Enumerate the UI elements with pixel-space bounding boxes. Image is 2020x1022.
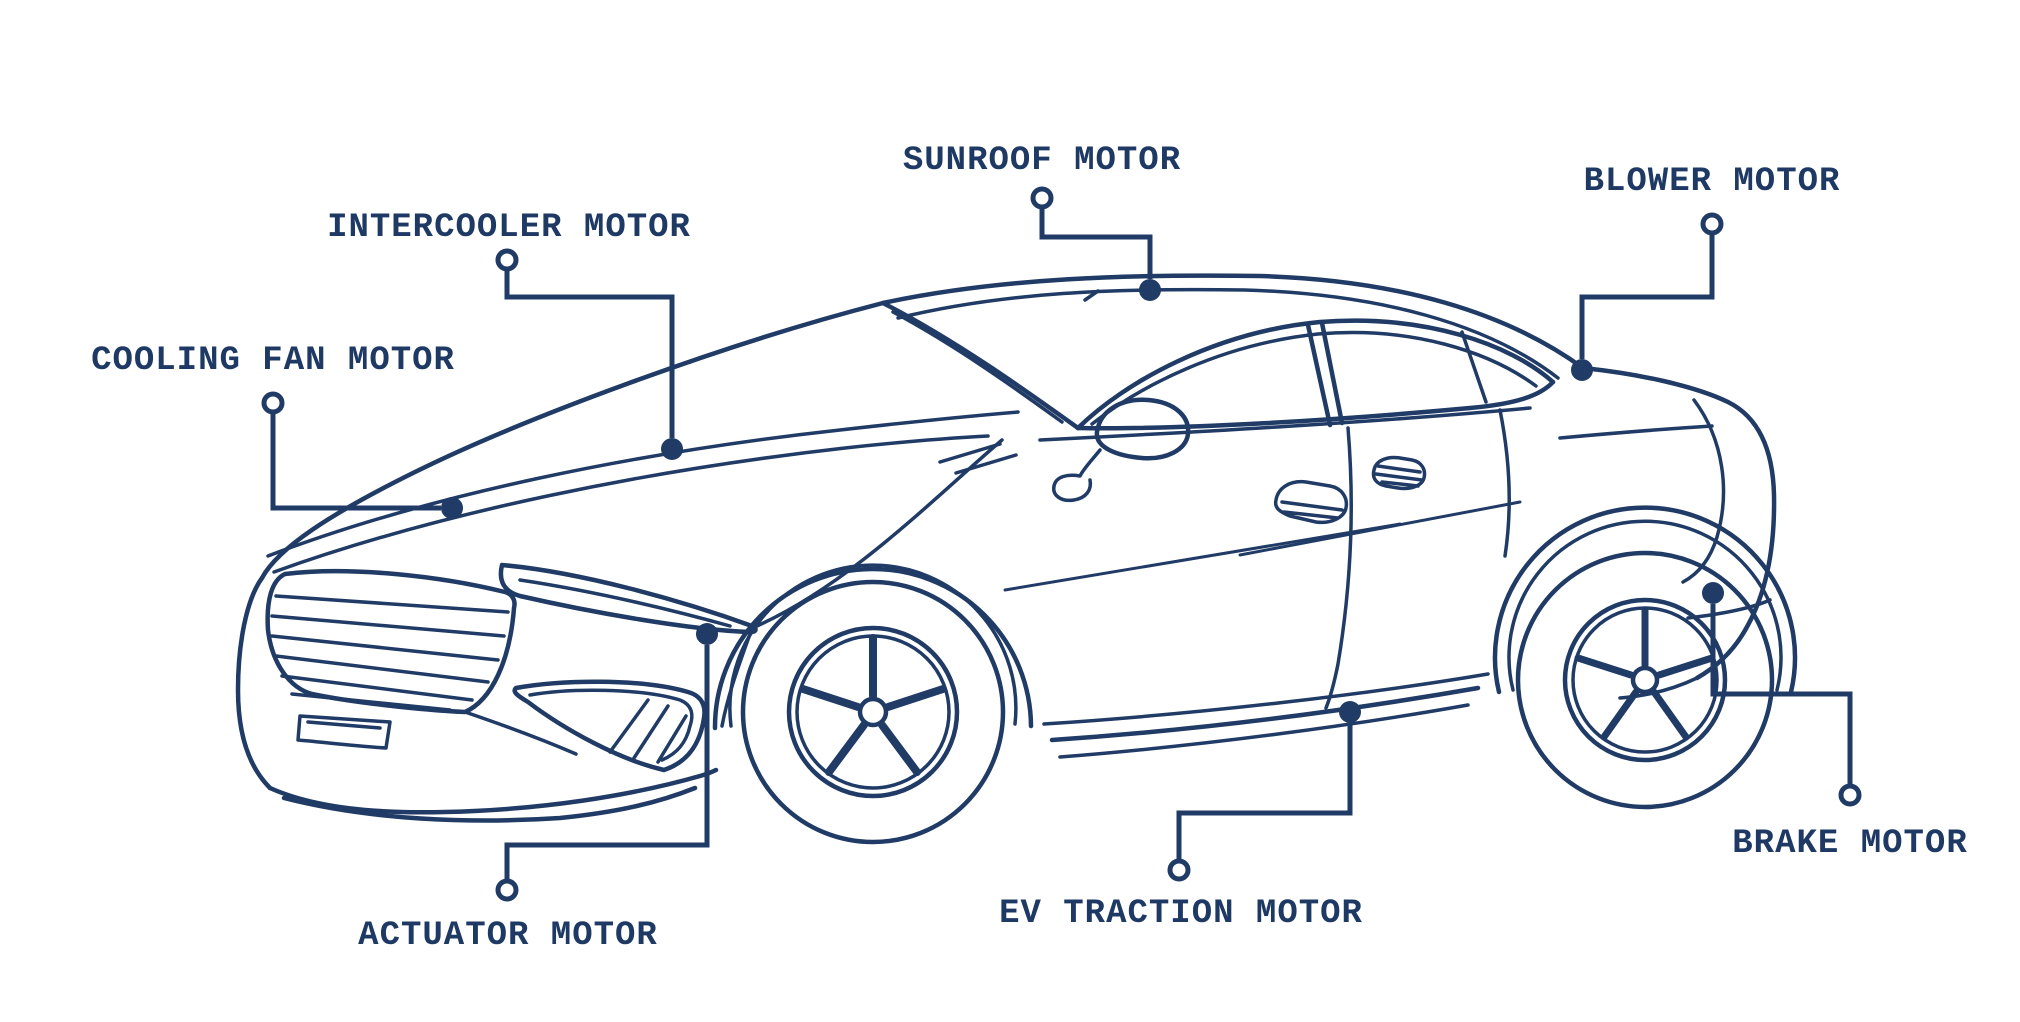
front-lower-lip [281,785,698,823]
intercooler-motor-callout [495,248,683,460]
front-door-handle [1273,479,1349,525]
label-brake-motor: BRAKE MOTOR [1732,825,1968,863]
b-pillar-1 [1305,322,1333,428]
front-arch-outer [712,566,1034,731]
front-door-seam [1324,426,1353,710]
label-sunroof-motor: SUNROOF MOTOR [902,142,1182,180]
label-intercooler-motor: INTERCOOLER MOTOR [327,209,691,247]
fog-lamp-hatches [608,698,688,764]
windshield-base [880,300,1081,431]
b-pillar-2 [1319,320,1345,426]
rear-bumper-bottom [1618,676,1699,700]
grille-outline [265,568,517,715]
sunroof-callout-dot [1139,279,1161,301]
hood-crease-1 [266,410,1020,558]
windshield-inner [891,310,1064,424]
roof-drip-rail [896,287,1560,380]
cooling-fan-motor-callout [261,391,463,519]
brake-callout-dot [1702,582,1724,604]
wiper-1 [938,442,1002,464]
side-glass-belt [1075,379,1556,431]
door-bottom-line [1042,672,1490,726]
grille-slats [270,594,510,712]
rocker-line-2 [1058,703,1470,759]
rear-arch-inner [1507,519,1783,692]
roof-line [880,273,1586,371]
actuator-callout-dot [696,623,718,645]
rear-arch-outer [1492,505,1798,695]
cooling-fan-callout-ring [261,391,285,415]
rear-door-handle [1371,455,1427,491]
label-ev-traction-motor: EV TRACTION MOTOR [999,895,1363,933]
front-arch-inner [728,563,1018,728]
ev-traction-callout-ring [1167,858,1191,882]
front-spokes [799,634,947,776]
trunk-rear-silhouette [1580,365,1777,681]
sunroof-motor-callout [1030,186,1161,301]
side-mirror-base [1052,448,1102,503]
rear-wheel [1492,505,1798,810]
rear-spokes [1574,606,1716,741]
headlight-accent [518,578,732,628]
hood-line [259,300,886,581]
side-glass-top [1075,318,1556,431]
cooling-fan-callout-dot [441,497,463,519]
fog-lamp-recess [512,679,707,773]
antenna-tick [1083,289,1100,302]
blower-motor-callout [1571,212,1724,381]
label-blower-motor: BLOWER MOTOR [1583,163,1841,201]
front-face [235,575,273,791]
rear-door-seam [1498,408,1511,558]
grille-to-fog-line [463,710,578,756]
side-glass-inner [1090,330,1538,426]
callout-leaders [261,186,1862,902]
actuator-motor-callout [495,623,718,902]
blower-callout-ring [1700,212,1724,236]
brake-motor-callout [1702,582,1862,807]
belt-line-lower [1038,406,1532,442]
label-cooling-fan-motor: COOLING FAN MOTOR [91,342,455,380]
trunk-seam [1558,424,1714,440]
rear-hub [1630,665,1660,695]
bumper-plate [296,714,392,750]
blower-callout-dot [1571,359,1593,381]
rear-rim-outer [1562,597,1728,763]
door-crease-2 [1238,500,1522,557]
front-tire [740,579,1006,845]
ev-traction-callout-dot [1339,701,1361,723]
actuator-callout-ring [495,878,519,902]
rear-tire [1515,550,1775,810]
intercooler-callout-ring [495,248,519,272]
label-actuator-motor: ACTUATOR MOTOR [358,917,658,955]
ev-traction-motor-callout [1167,701,1361,882]
brake-callout-ring [1838,783,1862,807]
door-crease-1 [1003,522,1402,592]
rear-quarter-crease [1681,398,1726,584]
hood-crease-2 [272,434,990,574]
fog-lamp-inner [528,688,694,762]
front-rim-outer [786,625,960,799]
front-chin [267,767,719,815]
sunroof-callout-ring [1030,186,1054,210]
car-illustration [235,273,1798,845]
quarter-window-divider [1460,330,1488,404]
side-mirror [1094,397,1191,461]
front-wheel [712,563,1034,845]
intercooler-callout-dot [661,438,683,460]
rocker-line-1 [1049,685,1481,743]
rear-bumper-crease [1686,598,1772,620]
